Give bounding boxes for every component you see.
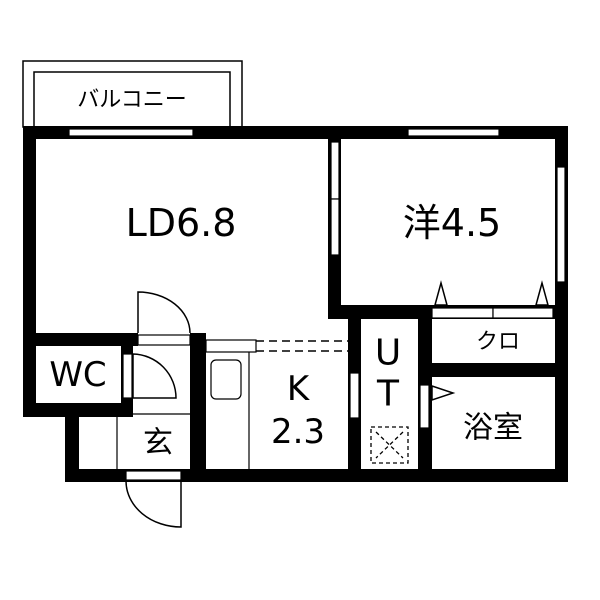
room-labels: バルコニー LD6.8 洋4.5 WC K 2.3 U T クロ 浴室 玄 bbox=[49, 88, 523, 461]
wall-left bbox=[23, 126, 36, 417]
door-swings bbox=[125, 280, 549, 528]
wall-closet-bath bbox=[432, 363, 555, 377]
label-wc: WC bbox=[49, 355, 106, 395]
label-ld: LD6.8 bbox=[126, 201, 237, 245]
label-balcony: バルコニー bbox=[77, 88, 187, 113]
kitchen-fixtures bbox=[116, 339, 409, 469]
label-kitchen-size: 2.3 bbox=[271, 412, 325, 452]
label-ut-t: T bbox=[376, 374, 400, 415]
label-closet: クロ bbox=[476, 330, 520, 355]
wall-wc-top bbox=[23, 333, 138, 346]
sliding-door-western-2 bbox=[330, 198, 340, 256]
bath-door-marker bbox=[431, 384, 456, 402]
ld-door-frame bbox=[137, 334, 191, 346]
washing-machine-space-icon bbox=[370, 426, 409, 464]
label-kitchen-letter: K bbox=[287, 369, 311, 409]
window-western-right bbox=[556, 166, 566, 283]
kitchen-counter-top bbox=[205, 339, 257, 353]
wall-entrance-left bbox=[65, 403, 79, 482]
label-entrance: 玄 bbox=[143, 426, 173, 461]
wc-door-frame bbox=[122, 353, 133, 399]
window-western-top bbox=[407, 128, 500, 137]
wc-door-swing bbox=[132, 353, 177, 399]
wall-kitchen-left bbox=[190, 333, 206, 482]
ut-door-frame bbox=[349, 372, 360, 419]
label-bath: 浴室 bbox=[463, 411, 523, 446]
sink-icon bbox=[210, 359, 242, 400]
ld-door-swing bbox=[137, 291, 191, 334]
closet-door-1 bbox=[431, 307, 494, 319]
label-western: 洋4.5 bbox=[403, 201, 501, 245]
sliding-door-western-1 bbox=[330, 141, 340, 200]
closet-door-marker-2 bbox=[535, 280, 549, 306]
closet-door-marker-1 bbox=[434, 280, 448, 306]
walls bbox=[23, 126, 568, 482]
entrance-door-swing bbox=[125, 480, 182, 528]
closet-door-2 bbox=[492, 307, 554, 319]
openings bbox=[68, 128, 566, 481]
window-ld bbox=[68, 128, 194, 137]
bath-door-frame bbox=[419, 384, 430, 429]
label-ut-u: U bbox=[375, 333, 401, 374]
entrance-door-frame bbox=[125, 470, 182, 481]
